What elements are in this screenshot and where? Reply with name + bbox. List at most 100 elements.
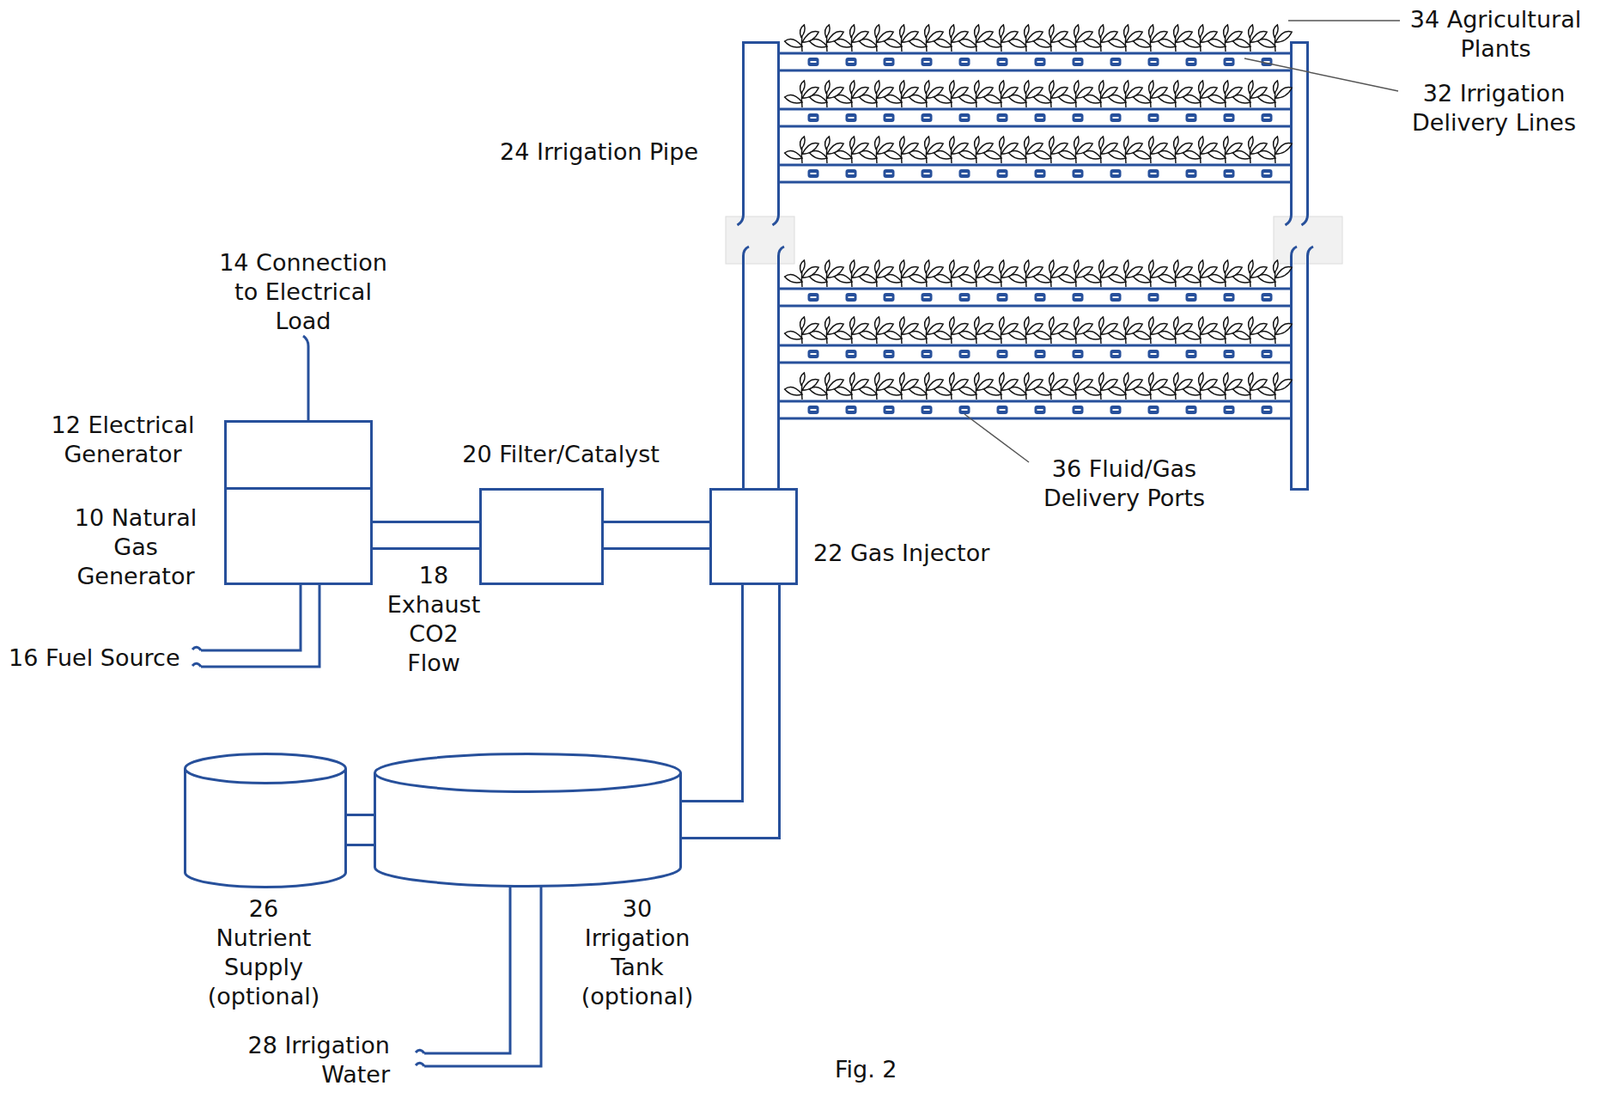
port-body xyxy=(1072,405,1084,414)
port-slot xyxy=(1075,408,1082,411)
plant-leaf xyxy=(1099,372,1104,385)
plant-leaf xyxy=(1233,94,1251,104)
callout-label: 12 Electrical Generator xyxy=(36,410,209,469)
pipe-wall xyxy=(346,813,374,846)
plant xyxy=(1183,260,1218,287)
plant-leaf xyxy=(984,330,1002,340)
plant-leaf xyxy=(784,150,803,159)
plant-leaf xyxy=(999,24,1004,37)
plant-leaf xyxy=(1174,24,1179,37)
port-body xyxy=(1223,349,1235,359)
plant-leaf xyxy=(784,94,803,104)
plant xyxy=(909,316,944,344)
plant-leaf xyxy=(934,38,952,48)
port-slot xyxy=(1075,296,1082,299)
plant-leaf xyxy=(800,372,805,385)
delivery-port xyxy=(1261,349,1273,359)
plant-leaf xyxy=(1275,323,1292,335)
plant-leaf xyxy=(875,24,880,37)
plant xyxy=(1058,24,1094,52)
port-body xyxy=(1110,405,1122,414)
plant-leaf xyxy=(999,136,1004,149)
delivery-port xyxy=(845,57,858,67)
plant-leaf xyxy=(900,260,905,273)
plant xyxy=(1083,80,1119,108)
plant xyxy=(1258,372,1293,400)
plant-leaf xyxy=(1108,273,1126,283)
port-body xyxy=(1148,405,1160,414)
port-slot xyxy=(1226,352,1233,355)
plant xyxy=(909,136,944,164)
port-body xyxy=(1261,292,1273,302)
plant-leaf xyxy=(1208,273,1226,283)
plant xyxy=(1083,316,1119,344)
port-body xyxy=(883,169,895,178)
plant-leaf xyxy=(924,372,930,385)
port-body xyxy=(883,113,895,122)
plant-leaf xyxy=(974,80,980,93)
plant-leaf xyxy=(1158,38,1176,48)
plant-leaf xyxy=(949,372,955,385)
port-slot xyxy=(961,60,968,63)
plant-leaf xyxy=(1273,260,1278,273)
plant-leaf xyxy=(924,136,930,149)
plant-leaf xyxy=(1058,94,1077,104)
plant xyxy=(959,136,994,164)
plant-leaf xyxy=(1099,24,1104,37)
pipe-break-shading xyxy=(725,216,1343,264)
callout-label: 30 Irrigation Tank (optional) xyxy=(577,894,698,1011)
plant-leaf xyxy=(1074,372,1079,385)
plant xyxy=(1083,136,1119,164)
plant xyxy=(1258,24,1293,52)
port-body xyxy=(921,169,933,178)
plant xyxy=(884,260,919,287)
port-slot xyxy=(1188,172,1195,175)
flow-label: 18 Exhaust CO2 Flow xyxy=(382,560,486,678)
pipe-bore xyxy=(681,584,761,820)
plant-leaf xyxy=(809,38,828,48)
port-body xyxy=(808,57,820,67)
delivery-line xyxy=(778,53,1292,71)
plant xyxy=(1258,260,1293,287)
plant-leaf xyxy=(1009,38,1027,48)
delivery-port xyxy=(921,113,933,122)
port-slot xyxy=(1226,408,1233,411)
port-slot xyxy=(1188,408,1195,411)
port-slot xyxy=(886,352,893,355)
port-slot xyxy=(1113,296,1120,299)
plant xyxy=(1208,316,1243,344)
port-slot xyxy=(848,352,855,355)
plant-leaf xyxy=(959,94,977,104)
plant xyxy=(959,260,994,287)
delivery-port xyxy=(808,349,820,359)
port-body xyxy=(959,57,971,67)
plant-leaf xyxy=(984,94,1002,104)
plant xyxy=(1034,24,1069,52)
plant xyxy=(1058,260,1094,287)
port-slot xyxy=(1264,172,1271,175)
delivery-port xyxy=(1148,113,1160,122)
plant-leaf xyxy=(800,260,805,273)
tank-cylinder: 30 Irrigation Tank (optional) xyxy=(373,752,682,888)
port-slot xyxy=(848,116,855,119)
plant-leaf xyxy=(1058,150,1077,159)
delivery-port xyxy=(883,57,895,67)
break-mark xyxy=(415,1049,425,1066)
plant-leaf xyxy=(1034,330,1052,340)
port-slot xyxy=(924,60,931,63)
pipe-bore xyxy=(372,523,480,548)
port-slot xyxy=(886,116,893,119)
port-slot xyxy=(810,116,817,119)
plant-leaf xyxy=(1248,316,1254,329)
port-body xyxy=(845,349,858,359)
plant-leaf xyxy=(1273,80,1278,93)
plant xyxy=(1133,316,1169,344)
plant xyxy=(1083,24,1119,52)
delivery-port xyxy=(1072,405,1084,414)
plant-leaf xyxy=(1233,150,1251,159)
port-body xyxy=(1110,349,1122,359)
plant-leaf xyxy=(1049,80,1054,93)
plant xyxy=(959,372,994,400)
plant-leaf xyxy=(859,94,877,104)
plant-leaf xyxy=(809,330,828,340)
